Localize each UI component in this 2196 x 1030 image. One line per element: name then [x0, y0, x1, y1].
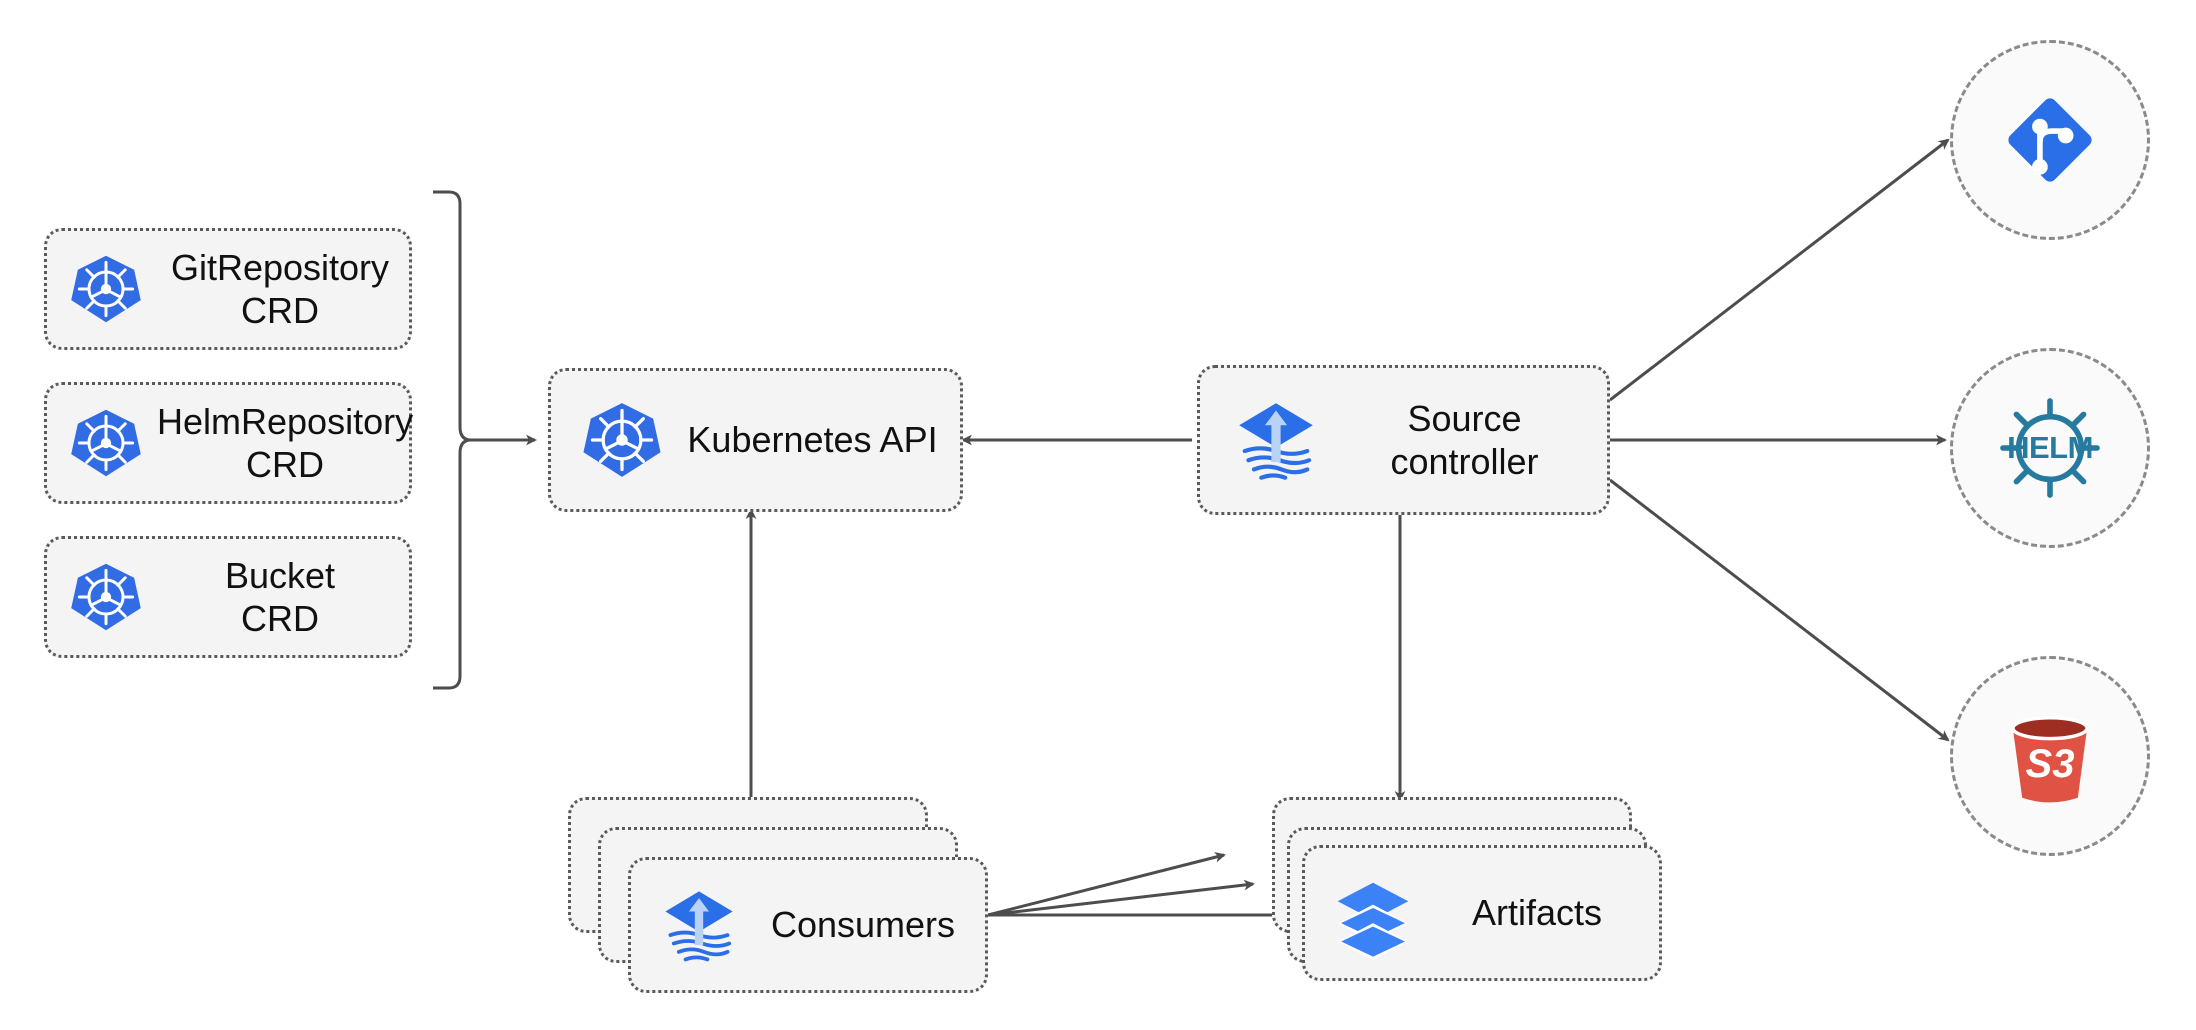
layers-icon [1331, 871, 1415, 961]
circle-helm-source[interactable]: HELM [1950, 348, 2150, 548]
edge-consumers-to-artifacts-1 [987, 851, 1226, 917]
flux-icon [1230, 394, 1322, 486]
card-label: Kubernetes API [687, 419, 938, 461]
kubernetes-icon [581, 399, 663, 481]
card-label: GitRepository CRD [170, 246, 390, 331]
kubernetes-icon [69, 406, 143, 480]
kubernetes-icon [69, 252, 143, 326]
card-helmrepository-crd[interactable]: HelmRepository CRD [44, 382, 413, 504]
card-label: Artifacts [1471, 892, 1603, 934]
flux-icon [657, 883, 741, 967]
git-icon [1994, 84, 2106, 196]
card-bucket-crd[interactable]: Bucket CRD [44, 536, 412, 658]
card-label: Bucket CRD [224, 554, 336, 639]
card-label: Consumers [770, 904, 956, 946]
circle-s3-source[interactable]: S3 [1950, 656, 2150, 856]
card-label: HelmRepository CRD [157, 400, 414, 485]
crd-bracket [433, 190, 472, 690]
card-consumers[interactable]: Consumers [628, 857, 988, 993]
edge-source-controller-to-s3 [1609, 478, 1950, 742]
card-source-controller[interactable]: Source controller [1197, 365, 1610, 515]
circle-git-source[interactable] [1950, 40, 2150, 240]
card-label: Source controller [1390, 397, 1539, 482]
card-gitrepository-crd[interactable]: GitRepository CRD [44, 228, 412, 350]
edge-source-controller-to-git [1609, 138, 1950, 402]
helm-icon: HELM [1994, 392, 2106, 504]
kubernetes-icon [69, 560, 143, 634]
card-artifacts[interactable]: Artifacts [1302, 845, 1662, 981]
helm-label: HELM [2007, 430, 2093, 465]
s3-bucket-icon: S3 [1992, 698, 2108, 814]
card-kubernetes-api[interactable]: Kubernetes API [548, 368, 963, 512]
edge-consumers-to-artifacts-2 [987, 879, 1255, 917]
s3-label: S3 [2025, 741, 2075, 786]
